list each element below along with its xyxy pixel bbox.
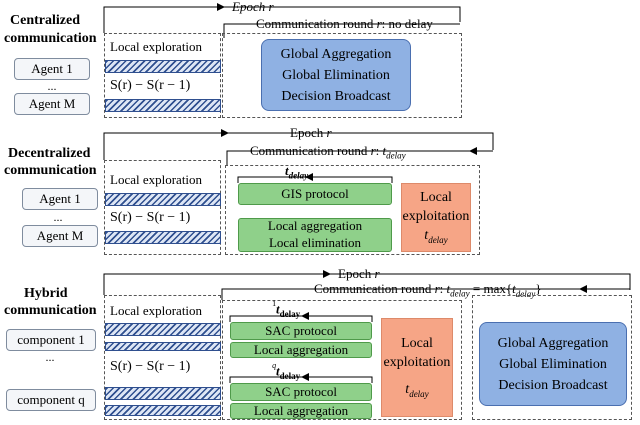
local-aggregation-box-decentralized: Local aggregation Local elimination bbox=[238, 218, 392, 252]
hatched-bar bbox=[105, 193, 221, 206]
local-agg-line: Local elimination bbox=[268, 235, 362, 250]
exploration-label-centralized: Local exploration bbox=[110, 39, 203, 54]
formula-decentralized: S(r) − S(r − 1) bbox=[110, 210, 191, 225]
epoch-label-centralized: Epoch r bbox=[232, 0, 274, 14]
epoch-label-decentralized: Epoch r bbox=[290, 125, 332, 140]
server-line: Decision Broadcast bbox=[281, 88, 391, 104]
server-area-hybrid bbox=[472, 295, 632, 420]
component-1: component 1 bbox=[6, 329, 96, 351]
hatched-bar bbox=[105, 405, 221, 416]
gis-protocol-box: GIS protocol bbox=[238, 183, 392, 205]
epoch-bracket-hybrid bbox=[103, 273, 631, 295]
section-subtitle-decentralized: communication bbox=[4, 163, 97, 178]
component-q: component q bbox=[6, 389, 96, 411]
server-line: Global Elimination bbox=[282, 67, 390, 83]
exploit-line: exploitation bbox=[383, 355, 451, 371]
round-label-decentralized: Communication round r: tdelay bbox=[250, 143, 406, 161]
server-box-centralized: Global Aggregation Global Elimination De… bbox=[261, 39, 411, 111]
agent-m-decentralized: Agent M bbox=[22, 225, 98, 247]
hatched-bar bbox=[105, 387, 221, 400]
sac-protocol-box-1: SAC protocol bbox=[230, 322, 372, 340]
epoch-bracket-centralized bbox=[103, 6, 461, 33]
section-title-centralized: Centralized bbox=[10, 13, 80, 28]
component-ellipsis: ... bbox=[45, 350, 55, 364]
section-title-decentralized: Decentralized bbox=[8, 146, 91, 161]
hatched-bar bbox=[105, 99, 221, 112]
formula-centralized: S(r) − S(r − 1) bbox=[110, 78, 191, 93]
server-line: Decision Broadcast bbox=[498, 377, 608, 393]
local-aggregation-box-q: Local aggregation bbox=[230, 403, 372, 419]
round-label-centralized: Communication round r: no delay bbox=[256, 16, 433, 31]
epoch-label-hybrid: Epoch r bbox=[338, 266, 380, 281]
hatched-bar bbox=[105, 342, 221, 351]
round-area-decentralized bbox=[225, 165, 480, 255]
hatched-bar bbox=[105, 231, 221, 244]
delay-label-decentralized: tdelay bbox=[285, 163, 309, 181]
exploration-area-centralized bbox=[104, 33, 221, 118]
local-aggregation-box-1: Local aggregation bbox=[230, 342, 372, 358]
round-area-centralized bbox=[222, 33, 462, 118]
server-box-hybrid: Global Aggregation Global Elimination De… bbox=[479, 322, 627, 406]
hatched-bar bbox=[105, 60, 221, 73]
epoch-bracket-decentralized bbox=[103, 132, 494, 160]
agent-m-centralized: Agent M bbox=[14, 93, 90, 115]
agent-ellipsis-decentralized: ... bbox=[53, 210, 63, 224]
section-title-hybrid: Hybrid bbox=[24, 286, 68, 301]
round-bracket-hybrid bbox=[221, 288, 630, 300]
server-line: Global Aggregation bbox=[280, 46, 392, 62]
exploit-delay: tdelay bbox=[424, 227, 448, 245]
round-label-hybrid: Communication round r: tdelay = max{tdel… bbox=[314, 281, 542, 299]
hatched-bar bbox=[105, 323, 221, 336]
section-subtitle-centralized: communication bbox=[4, 31, 97, 46]
server-line: Global Elimination bbox=[499, 356, 607, 372]
server-line: Global Aggregation bbox=[497, 335, 609, 351]
exploit-line: Local bbox=[420, 190, 452, 206]
exploration-area-decentralized bbox=[104, 160, 221, 255]
sac-protocol-box-q: SAC protocol bbox=[230, 383, 372, 401]
agent-ellipsis-centralized: ... bbox=[47, 79, 57, 93]
local-exploitation-box-hybrid: Local exploitation tdelay bbox=[381, 318, 453, 417]
exploration-label-hybrid: Local exploration bbox=[110, 303, 203, 318]
exploration-label-decentralized: Local exploration bbox=[110, 172, 203, 187]
exploit-line: Local bbox=[401, 336, 433, 352]
delayq-label-hybrid: tdelayq bbox=[272, 361, 301, 381]
formula-hybrid: S(r) − S(r − 1) bbox=[110, 359, 191, 374]
exploration-area-hybrid bbox=[104, 295, 221, 420]
delay1-label-hybrid: tdelay1 bbox=[272, 299, 301, 319]
round-bracket-decentralized bbox=[226, 150, 493, 165]
round-area-hybrid bbox=[222, 300, 462, 420]
section-subtitle-hybrid: communication bbox=[4, 303, 97, 318]
agent-1-decentralized: Agent 1 bbox=[22, 188, 98, 210]
exploit-delay: tdelay bbox=[405, 381, 429, 399]
local-exploitation-box-decentralized: Local exploitation tdelay bbox=[401, 183, 471, 252]
agent-1-centralized: Agent 1 bbox=[14, 58, 90, 80]
local-agg-line: Local aggregation bbox=[267, 218, 363, 234]
exploit-line: exploitation bbox=[402, 209, 470, 225]
